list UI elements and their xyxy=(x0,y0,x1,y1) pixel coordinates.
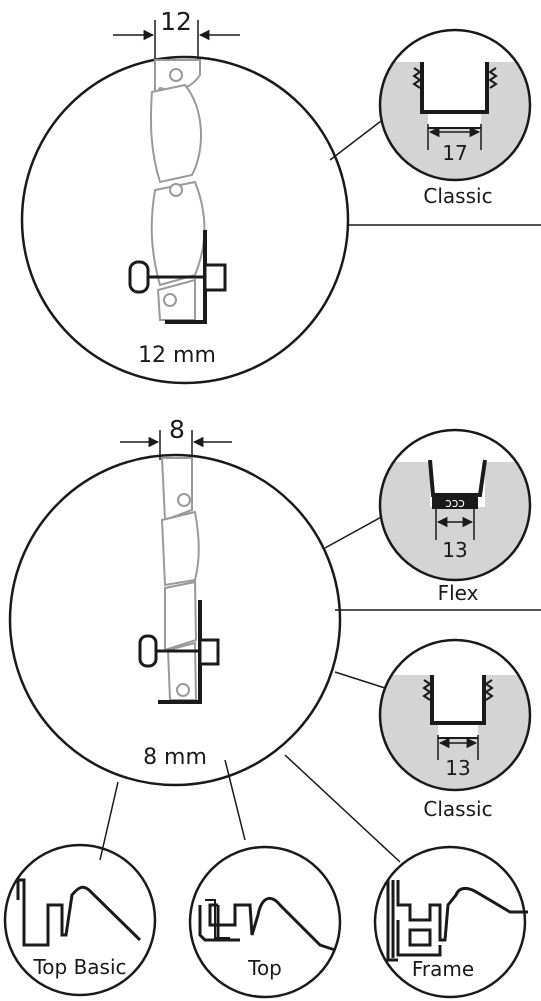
main-label-12mm: 12 mm xyxy=(138,343,216,368)
gap-dimension-8mm: 8 xyxy=(120,415,232,460)
profile-name: Top xyxy=(247,956,282,980)
profile-name: Frame xyxy=(412,957,474,981)
section-8mm: 8 8 mm ↄↄↄ xyxy=(8,415,541,821)
gap-label: 8 xyxy=(169,415,185,444)
connector-line xyxy=(324,514,386,549)
detail-classic-13: 13 Classic xyxy=(378,638,532,821)
main-label-8mm: 8 mm xyxy=(143,745,207,770)
profile-frame: Frame xyxy=(373,845,528,999)
profile-name: Top Basic xyxy=(32,955,126,979)
detail-circle xyxy=(378,28,532,182)
connector-line xyxy=(224,759,246,841)
detail-name: Flex xyxy=(438,581,479,605)
profile-circle xyxy=(188,845,342,999)
detail-circle xyxy=(378,428,532,582)
profile-top: Top xyxy=(188,845,342,999)
connector-line xyxy=(99,781,119,861)
bolt-bracket-8mm xyxy=(138,600,220,704)
main-circle-12mm xyxy=(20,55,350,385)
svg-text:ↄↄↄ: ↄↄↄ xyxy=(445,496,465,510)
gap-label: 12 xyxy=(160,7,192,36)
detail-circle xyxy=(378,638,532,792)
width-label: 13 xyxy=(445,756,470,780)
gap-dimension-12mm: 12 xyxy=(113,7,240,60)
width-label: 13 xyxy=(442,538,467,562)
connector-line xyxy=(329,117,386,161)
slat-chain-12mm xyxy=(149,59,206,321)
main-circle-8mm xyxy=(8,453,342,787)
slat-chain-8mm xyxy=(160,457,200,701)
profile-top-basic: Top Basic xyxy=(3,843,157,997)
width-label: 17 xyxy=(442,141,467,165)
bolt-bracket-12mm xyxy=(128,230,227,324)
connector-line xyxy=(334,671,386,689)
detail-classic-17: 17 Classic xyxy=(378,28,532,208)
profile-circle xyxy=(3,843,157,997)
connector-line xyxy=(284,754,401,863)
profile-circle xyxy=(373,845,527,999)
detail-name: Classic xyxy=(423,184,492,208)
section-12mm: 12 12 mm xyxy=(20,7,541,385)
detail-name: Classic xyxy=(423,797,492,821)
detail-flex-13: ↄↄↄ 13 Flex xyxy=(378,428,532,605)
bottom-profiles: Top Basic Top Frame xyxy=(3,754,528,999)
